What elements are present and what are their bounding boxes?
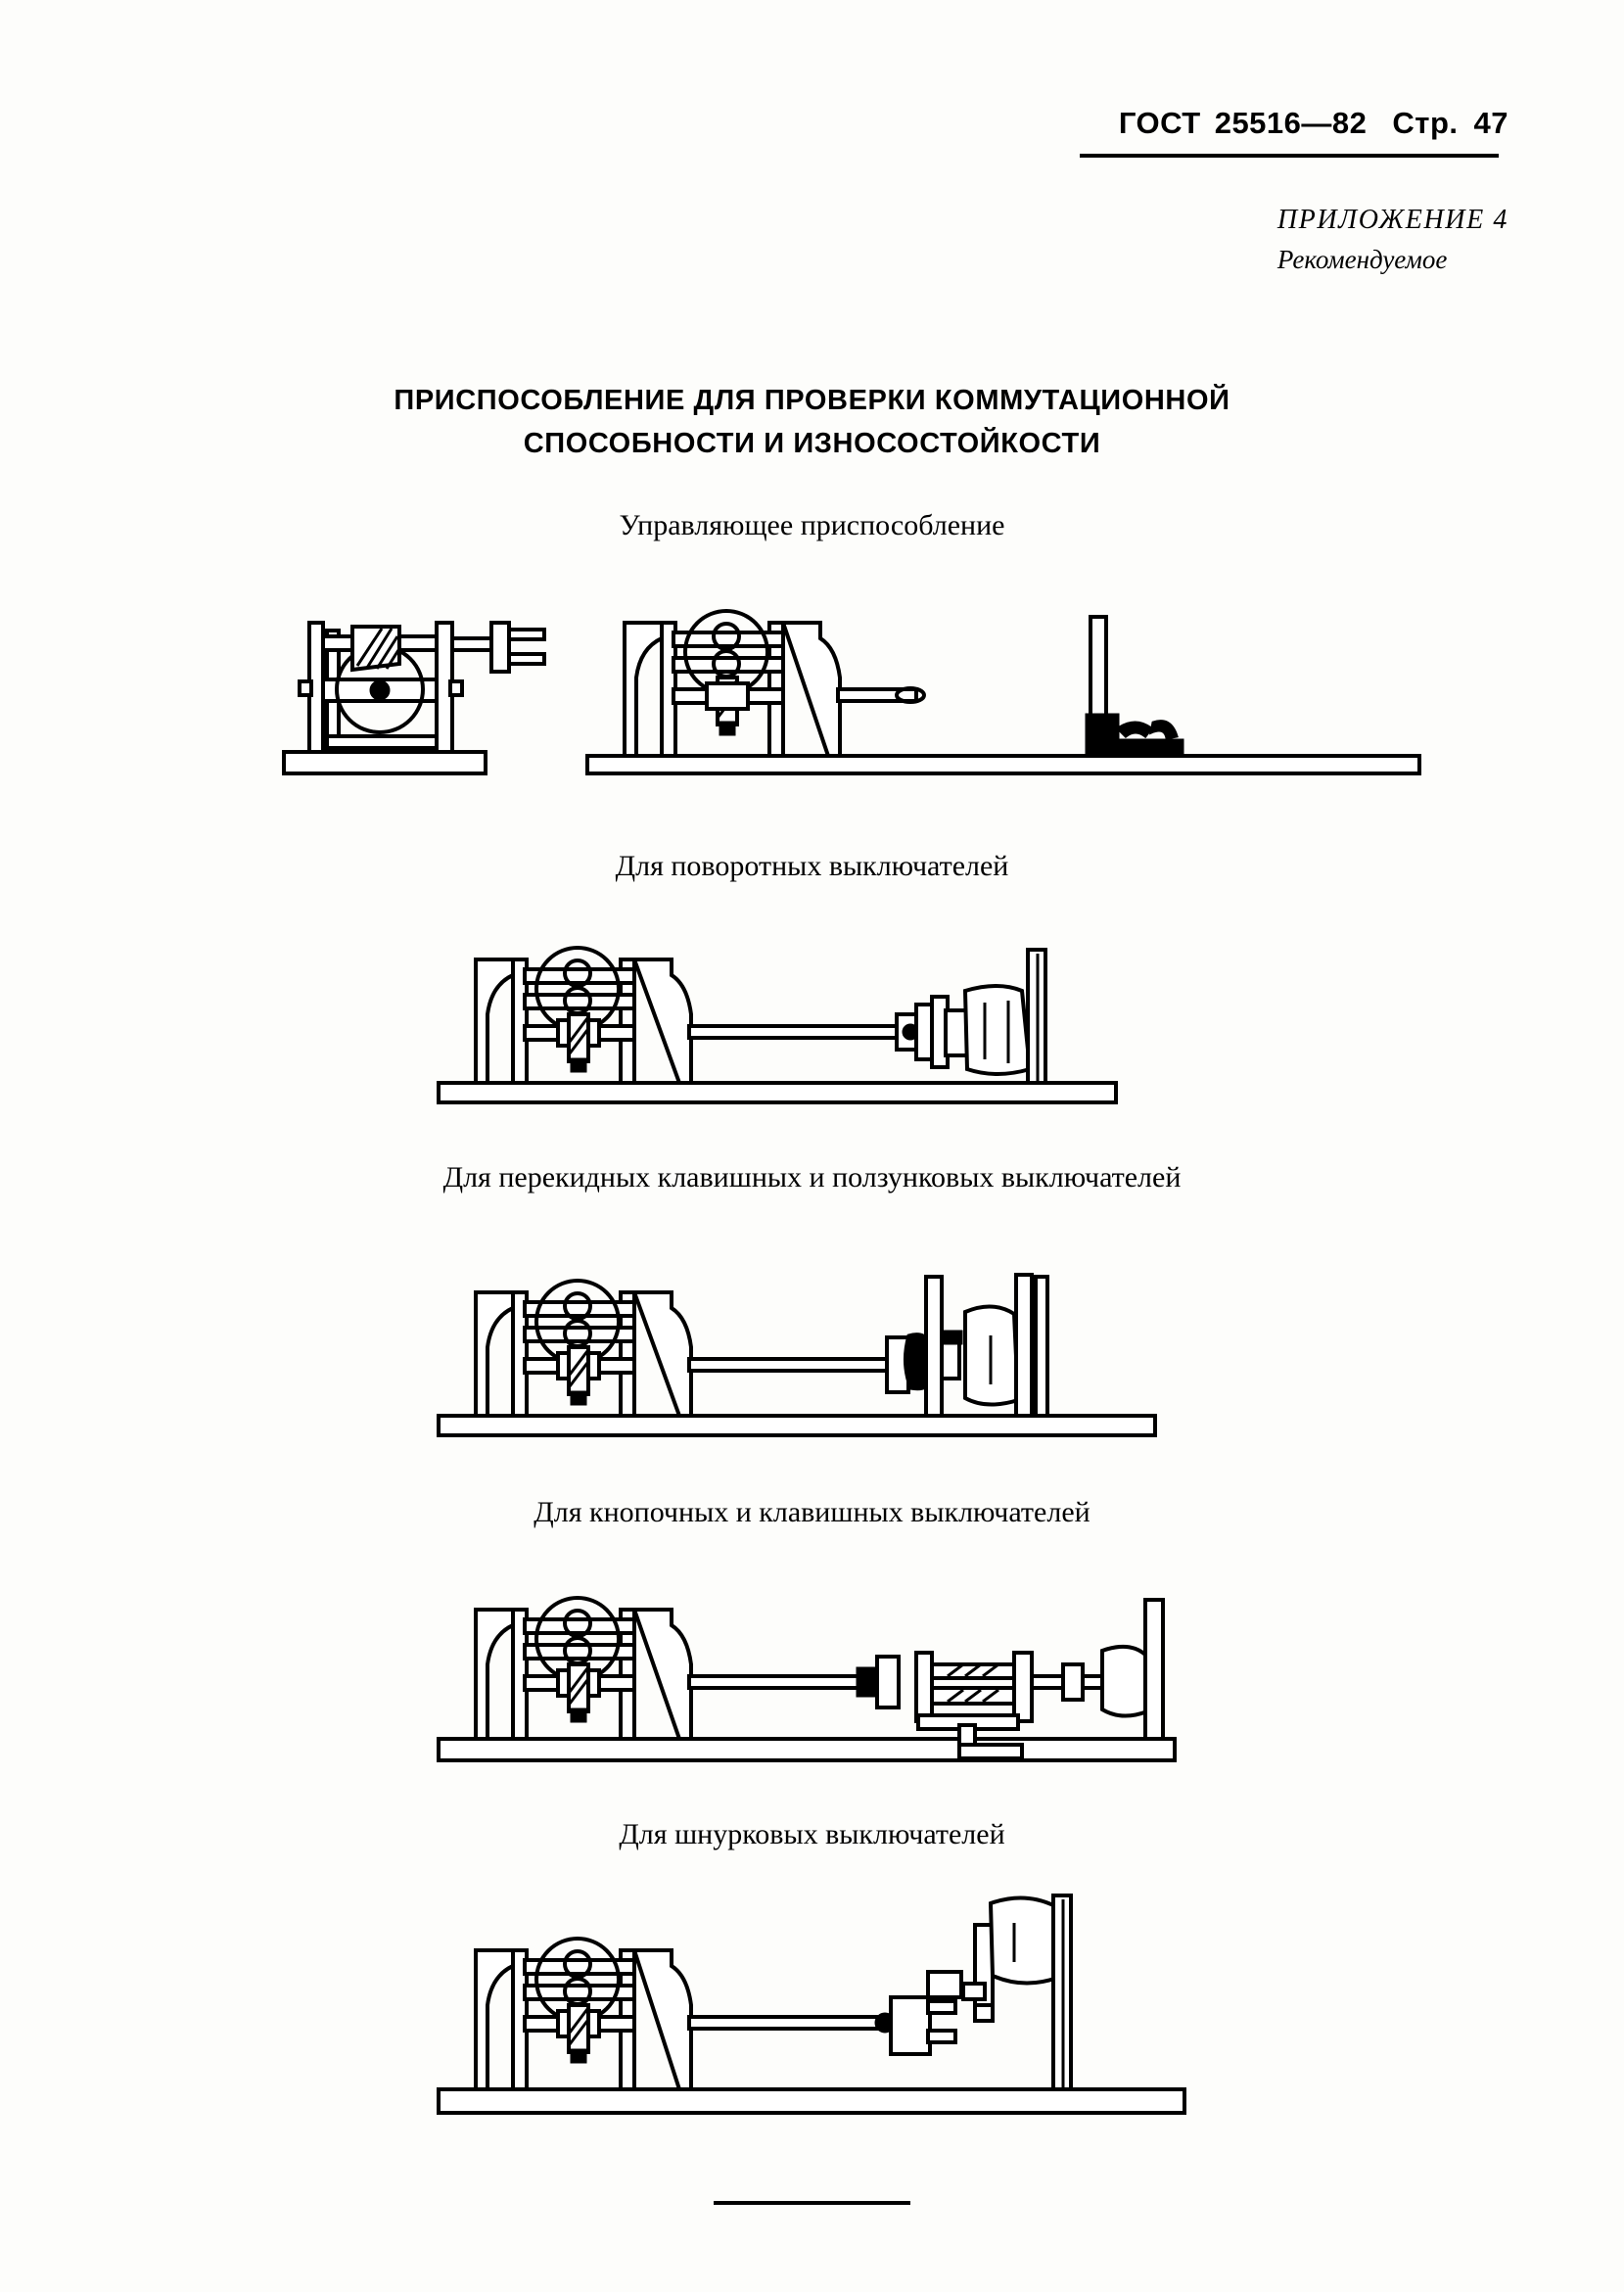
page-word: Стр. <box>1392 106 1459 140</box>
subfigure-frame-with-wedge <box>282 621 546 775</box>
subfigure-post-with-clamp <box>1085 615 1184 756</box>
two-prong-plug-icon <box>489 621 546 674</box>
figure-caption-3: Для кнопочных и клавишных выключателей <box>534 1496 1090 1528</box>
base-rail <box>585 754 1421 775</box>
figure-rocker-slider-drawing <box>437 1273 1157 1437</box>
standard-label: ГОСТ <box>1118 106 1201 140</box>
subfigure-pedestal-machine <box>623 609 926 758</box>
figure-caption-4: Для шнурковых выключателей <box>619 1818 1005 1850</box>
page-header: ГОСТ 25516—82 Стр. 47 <box>1119 106 1508 141</box>
figure-rotary-switch-drawing <box>437 946 1118 1104</box>
bracket-plate <box>889 1970 963 2056</box>
figure-caption-1: Для поворотных выключателей <box>615 850 1009 882</box>
page-title-line-1: ПРИСПОСОБЛЕНИЕ ДЛЯ ПРОВЕРКИ КОММУТАЦИОНН… <box>394 385 1230 416</box>
figure-rotary-switch-fixture <box>431 920 1194 1116</box>
hatched-slide-block <box>914 1651 1034 1731</box>
page-number: 47 <box>1473 106 1508 140</box>
figure-cord-switch-fixture <box>431 1890 1233 2134</box>
figure-pushbutton-key-drawing <box>437 1596 1177 1762</box>
page-title-line-2: СПОСОБНОСТИ И ИЗНОСОСТОЙКОСТИ <box>523 427 1101 459</box>
figure-rocker-slider-fixture <box>431 1253 1194 1449</box>
figure-caption-0: Управляющее приспособление <box>619 509 1005 541</box>
figure-pushbutton-key-fixture <box>431 1567 1233 1772</box>
header-text: ГОСТ 25516—82 Стр. 47 <box>1119 106 1508 141</box>
figure-cord-switch-drawing <box>437 1894 1186 2115</box>
figure-control-fixture-drawing <box>282 609 1421 775</box>
standard-number: 25516—82 <box>1214 106 1368 140</box>
appendix-title: ПРИЛОЖЕНИЕ 4 <box>1276 205 1508 235</box>
footer-rule <box>714 2201 910 2205</box>
page-title: ПРИСПОСОБЛЕНИЕ ДЛЯ ПРОВЕРКИ КОММУТАЦИОНН… <box>0 380 1624 465</box>
appendix-block: ПРИЛОЖЕНИЕ 4 Рекомендуемое <box>1277 201 1508 279</box>
header-divider-rule <box>1080 154 1499 158</box>
hatched-wedge <box>350 625 401 673</box>
appendix-subtitle: Рекомендуемое <box>1276 244 1448 274</box>
figure-control-fixture <box>264 587 1459 783</box>
figure-caption-2: Для перекидных клавишных и ползунковых в… <box>442 1161 1182 1193</box>
